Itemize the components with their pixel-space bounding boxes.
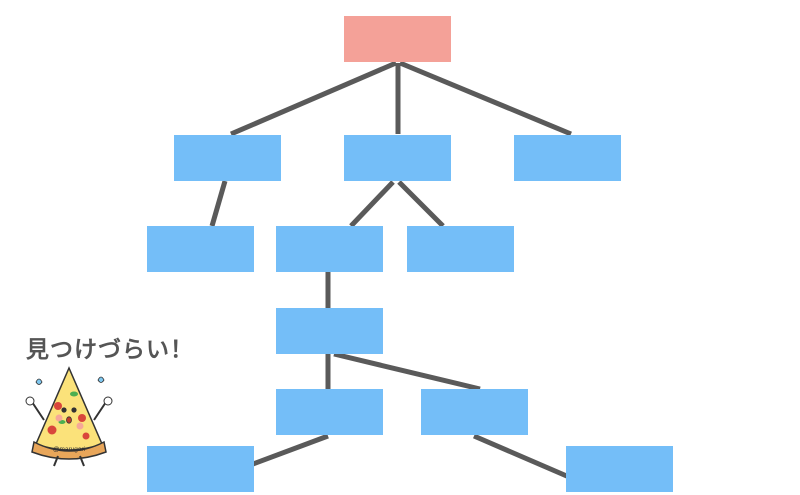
node-l3 (276, 308, 383, 354)
edge-root-to-l1-right (399, 60, 572, 137)
node-l5-right (566, 446, 673, 492)
node-l1-center (344, 135, 451, 181)
node-l2-c (407, 226, 514, 272)
edge-root-to-l1-left (230, 60, 397, 137)
node-l1-right (514, 135, 621, 181)
pizza-mascot-icon: @marugari (25, 366, 113, 467)
edge-l3-to-l4-right (333, 351, 481, 392)
node-layer (147, 16, 673, 492)
edge-l4-right-to-l5-right (473, 433, 570, 480)
edge-layer (209, 60, 572, 480)
edge-l1-center-to-l2-b (349, 180, 395, 228)
mascot-label: @marugari (53, 446, 85, 453)
node-l4-right (421, 389, 528, 435)
edge-l4-left-to-l5-left (252, 433, 329, 467)
edge-l1-left-to-l2-a (209, 180, 228, 227)
node-l1-left (174, 135, 281, 181)
node-root (344, 16, 451, 62)
node-l5-left (147, 446, 254, 492)
node-l2-a (147, 226, 254, 272)
caption-text: 見つけづらい！ (26, 337, 194, 363)
node-l2-b (276, 226, 383, 272)
node-l4-left (276, 389, 383, 435)
edge-l1-center-to-l2-c (397, 180, 445, 228)
